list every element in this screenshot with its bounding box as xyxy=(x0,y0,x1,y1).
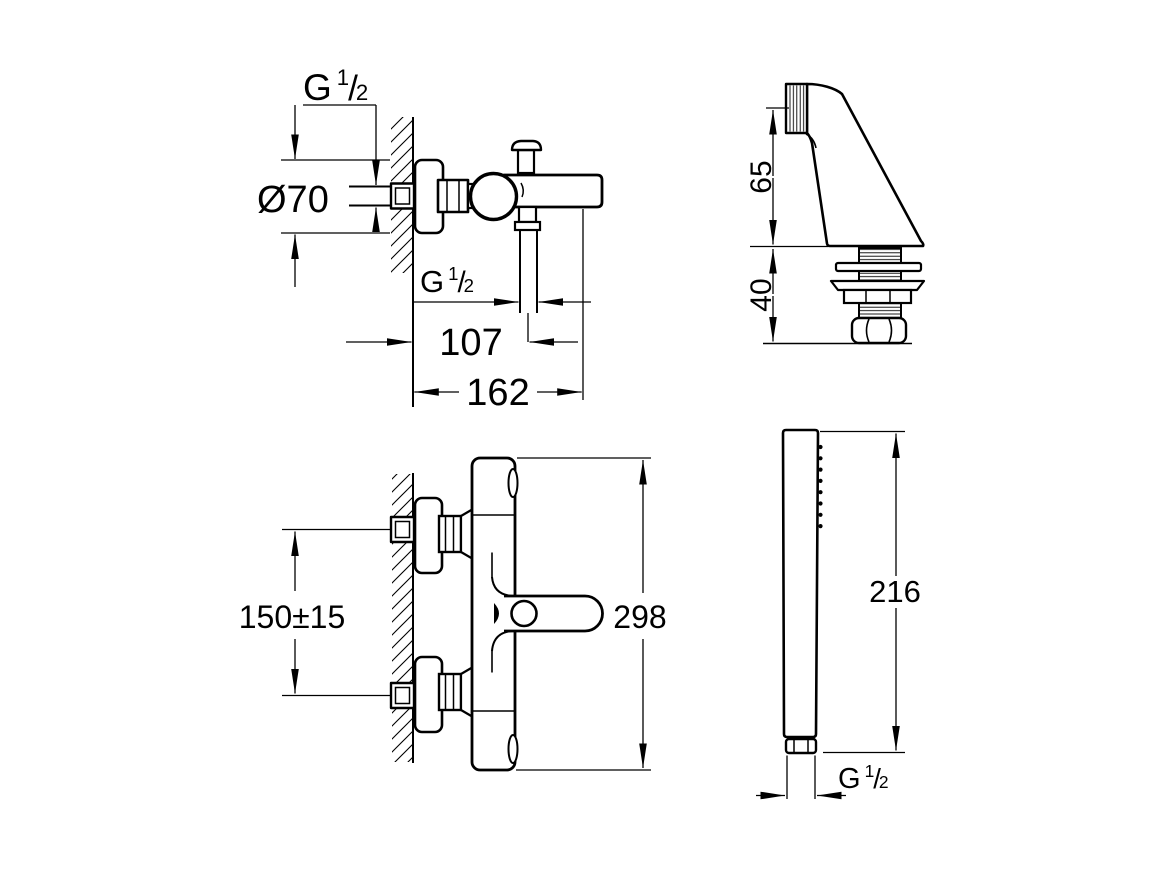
hose-nipple xyxy=(517,205,538,224)
spray-nozzle-dots xyxy=(818,444,823,529)
mounting-shank xyxy=(829,247,926,345)
hose-collar xyxy=(513,220,542,232)
dimension-label-150: 150±15 xyxy=(239,599,346,635)
handle-grip-bottom xyxy=(507,734,519,764)
dimension-label-162: 162 xyxy=(466,372,529,414)
dimension-label-216: 216 xyxy=(869,574,921,609)
spout-fillet-top xyxy=(491,576,513,597)
view-shower-holder: 65 40 xyxy=(745,82,926,345)
union-nut xyxy=(436,178,470,214)
mixer-body-spout xyxy=(502,173,604,209)
dim-lines-mixer-side xyxy=(291,104,591,396)
dim-lines-holder xyxy=(750,107,828,342)
diverter-knob-cap xyxy=(510,139,543,152)
pivot-joint-circle xyxy=(468,171,519,222)
dimension-label-65: 65 xyxy=(745,160,778,193)
spout-marking xyxy=(494,603,499,624)
dim-lines-thermostat xyxy=(291,460,647,768)
dimension-label-40: 40 xyxy=(745,278,778,311)
holder-elbow-arc xyxy=(805,133,817,149)
dimension-label-298: 298 xyxy=(613,599,666,635)
body-join-arc xyxy=(520,182,525,198)
union-nut-bottom xyxy=(437,672,463,712)
dim-extension-lines xyxy=(281,159,584,400)
fixing-nut xyxy=(850,316,908,345)
dimension-label-107: 107 xyxy=(439,322,502,364)
supply-pipe xyxy=(349,185,391,207)
wall-union-square-bottom-inner xyxy=(394,686,411,705)
dimension-label-flange-diameter: Ø70 xyxy=(257,179,329,221)
wall-union-square-inner xyxy=(394,187,411,205)
shower-hose xyxy=(519,230,538,313)
spout-fillet-bottom xyxy=(491,630,513,652)
wall-union-square-top-inner xyxy=(394,520,411,539)
diverter-knob-stem xyxy=(516,148,536,175)
dim-lines-hand-shower xyxy=(756,430,905,800)
holder-body xyxy=(805,82,925,248)
view-thermostat-mixer: 150±15 298 xyxy=(239,456,667,772)
diverter-button xyxy=(510,599,538,628)
hose-connection-nut xyxy=(784,737,818,755)
hose-outlet-shading xyxy=(787,85,806,132)
union-nut-top xyxy=(437,514,463,554)
hand-shower-wand xyxy=(781,428,820,739)
handle-grip-top xyxy=(507,468,519,498)
bath-spout xyxy=(504,594,604,633)
